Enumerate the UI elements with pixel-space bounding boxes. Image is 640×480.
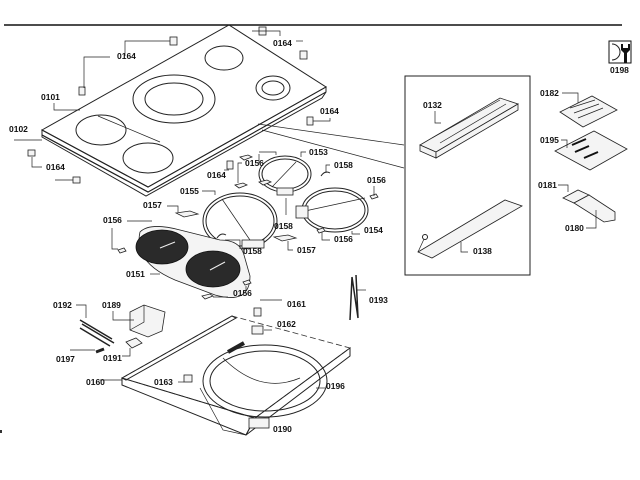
clip-0164[interactable] — [226, 160, 234, 170]
connector-0161[interactable] — [253, 307, 262, 317]
part-label-0164: 0164 — [273, 38, 292, 48]
jumper-wires-0192[interactable] — [79, 319, 115, 347]
part-label-0158: 0158 — [243, 246, 262, 256]
clip-0156[interactable] — [234, 182, 248, 189]
part-label-0163: 0163 — [154, 377, 173, 387]
screw-0197[interactable] — [95, 347, 105, 354]
part-label-0156: 0156 — [334, 234, 353, 244]
connector-0163[interactable] — [183, 374, 193, 383]
part-label-0155: 0155 — [180, 186, 199, 196]
part-label-0180: 0180 — [565, 223, 584, 233]
part-label-0164: 0164 — [207, 170, 226, 180]
clip-0158[interactable] — [216, 233, 227, 239]
part-label-0157: 0157 — [143, 200, 162, 210]
part-label-0153: 0153 — [309, 147, 328, 157]
heating-element-0154[interactable] — [295, 187, 369, 233]
control-board-0132[interactable] — [419, 97, 519, 159]
part-label-0132: 0132 — [423, 100, 442, 110]
heating-element-0155[interactable] — [202, 192, 278, 250]
part-label-0193: 0193 — [369, 295, 388, 305]
glass-cooktop[interactable] — [40, 24, 327, 197]
clip-0164[interactable] — [169, 36, 178, 46]
part-label-0197: 0197 — [56, 354, 75, 364]
control-bracket-0138[interactable] — [417, 199, 523, 259]
part-label-0156: 0156 — [233, 288, 252, 298]
clip-0164[interactable] — [299, 50, 308, 60]
clip-0156[interactable] — [316, 227, 326, 234]
part-label-0151: 0151 — [126, 269, 145, 279]
part-label-0156: 0156 — [245, 158, 264, 168]
clip-0156[interactable] — [239, 154, 253, 161]
wire-harness-0196[interactable] — [222, 341, 301, 384]
heating-element-0153[interactable] — [258, 155, 312, 196]
part-label-0160: 0160 — [86, 377, 105, 387]
part-label-0161: 0161 — [287, 299, 306, 309]
kit-0182[interactable] — [559, 95, 618, 128]
clip-0158[interactable] — [320, 171, 331, 177]
terminal-block-0191[interactable] — [125, 337, 143, 349]
clip-0156[interactable] — [242, 279, 252, 286]
part-label-0164: 0164 — [117, 51, 136, 61]
part-label-0138: 0138 — [473, 246, 492, 256]
part-label-0156: 0156 — [367, 175, 386, 185]
part-label-0190: 0190 — [273, 424, 292, 434]
clip-0156[interactable] — [258, 179, 272, 186]
clip-0164[interactable] — [27, 149, 36, 157]
part-label-0182: 0182 — [540, 88, 559, 98]
part-label-0162: 0162 — [277, 319, 296, 329]
part-label-0156: 0156 — [103, 215, 122, 225]
service-icon-label: 0198 — [610, 65, 629, 75]
part-label-0195: 0195 — [540, 135, 559, 145]
part-label-0189: 0189 — [102, 300, 121, 310]
service-wrench-icon[interactable] — [608, 40, 632, 64]
part-label-0181: 0181 — [538, 180, 557, 190]
part-label-0158: 0158 — [334, 160, 353, 170]
kit-0195[interactable] — [554, 130, 628, 171]
bottom-housing-0160[interactable] — [120, 315, 351, 436]
bracket-0157[interactable] — [174, 210, 200, 218]
control-module-inset — [404, 75, 531, 276]
part-label-0157: 0157 — [297, 245, 316, 255]
part-label-0158: 0158 — [274, 221, 293, 231]
label-plate-0190[interactable] — [248, 417, 270, 429]
clip-0156[interactable] — [117, 247, 127, 254]
part-label-0191: 0191 — [103, 353, 122, 363]
edge-mark — [0, 430, 2, 433]
part-label-0164: 0164 — [46, 162, 65, 172]
part-label-0101: 0101 — [41, 92, 60, 102]
ribbon-cable-0180[interactable] — [562, 189, 616, 223]
part-label-0102: 0102 — [9, 124, 28, 134]
bracket-0157[interactable] — [272, 234, 298, 242]
part-label-0196: 0196 — [326, 381, 345, 391]
part-label-0164: 0164 — [320, 106, 339, 116]
terminal-bracket-0189[interactable] — [129, 304, 166, 338]
part-label-0154: 0154 — [364, 225, 383, 235]
connector-0162[interactable] — [251, 325, 264, 335]
dual-heating-element-0151[interactable] — [135, 226, 251, 298]
wire-set-0193[interactable] — [349, 274, 359, 321]
clip-0164[interactable] — [306, 116, 314, 126]
clip-0164[interactable] — [78, 86, 86, 96]
part-label-0192: 0192 — [53, 300, 72, 310]
clip-0164[interactable] — [72, 176, 81, 184]
clip-0156[interactable] — [201, 293, 214, 300]
